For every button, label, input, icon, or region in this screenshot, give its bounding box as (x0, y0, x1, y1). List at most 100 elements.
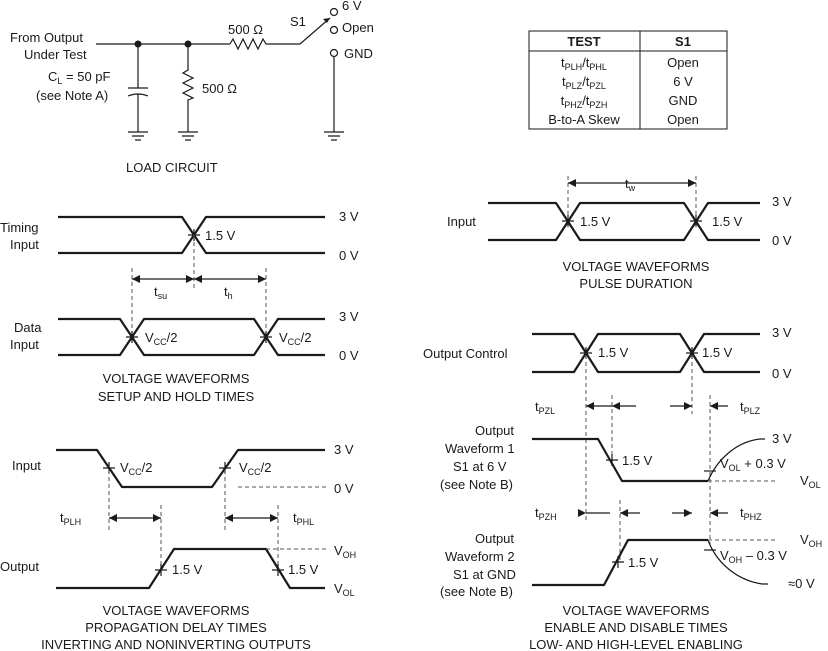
prop-input-label: Input (12, 458, 41, 473)
pulse-ref-label-a: 1.5 V (580, 214, 611, 229)
switch-arrow (323, 18, 330, 23)
prop-output-ref-label-b: 1.5 V (288, 562, 319, 577)
series-resistor (229, 37, 300, 51)
ground-symbol-switch (324, 131, 344, 141)
setup-hold-caption-1: VOLTAGE WAVEFORMS (103, 371, 250, 386)
data-input-waveform-upper (58, 317, 325, 357)
enable-caption-1: VOLTAGE WAVEFORMS (563, 603, 710, 618)
test-table-row-s1: 6 V (673, 74, 693, 89)
pulse-ref-label-b: 1.5 V (712, 214, 743, 229)
wf2-tick (612, 556, 624, 568)
test-table-grid (529, 31, 727, 129)
data-vhigh-label: 3 V (339, 309, 359, 324)
tplh-arrow-left (109, 514, 117, 522)
wf2-label-3: S1 at GND (453, 567, 516, 582)
wf2-label-2: Waveform 2 (445, 549, 515, 564)
pulse-duration-waveforms: Input tw 1.5 V 1.5 V 3 V 0 V VOLTAGE WAV… (447, 176, 792, 291)
tw-arrow-right (688, 179, 696, 187)
pulse-crossing-tick-b (690, 215, 702, 227)
wf2-pulldown-curve (707, 539, 768, 585)
test-table-row-s1: GND (669, 93, 698, 108)
tsu-label: tsu (154, 284, 167, 301)
prop-caption-1: VOLTAGE WAVEFORMS (103, 603, 250, 618)
output-control-label: Output Control (423, 346, 508, 361)
shunt-resistor-label: 500 Ω (202, 81, 237, 96)
wf1-label-1: Output (475, 423, 514, 438)
th-label: th (224, 284, 233, 301)
test-table-row-test: B-to-A Skew (548, 112, 620, 127)
cap-label: CL = 50 pF (48, 69, 111, 86)
voh-minus-label: VOH – 0.3 V (720, 548, 787, 565)
data-vcc-label-a: VCC/2 (145, 330, 178, 347)
switch-terminal-gnd (329, 48, 339, 58)
tsu-arrow-left (132, 275, 140, 283)
vol-plus-label: VOL + 0.3 V (720, 456, 786, 473)
pulse-caption-2: PULSE DURATION (579, 276, 692, 291)
enable-caption-2: ENABLE AND DISABLE TIMES (544, 620, 728, 635)
tpzl-label: tPZL (535, 399, 555, 416)
test-table-row-s1: Open (667, 55, 699, 70)
tpzh-label: tPZH (535, 505, 557, 522)
control-ref-label-a: 1.5 V (598, 345, 629, 360)
tpzl-arrow-left (586, 402, 594, 410)
prop-caption-3: INVERTING AND NONINVERTING OUTPUTS (41, 637, 311, 651)
prop-input-waveform (56, 448, 325, 489)
wf2-label-1: Output (475, 531, 514, 546)
test-table-row-test: tPHZ/tPZH (561, 93, 608, 110)
test-table-header-s1: S1 (675, 34, 691, 49)
tplh-arrow-right (153, 514, 161, 522)
wf1-waveform (532, 437, 708, 483)
th-arrow-left (194, 275, 202, 283)
control-vhigh-label: 3 V (772, 325, 792, 340)
data-vcc-label-b: VCC/2 (279, 330, 312, 347)
wf1-label-2: Waveform 1 (445, 441, 515, 456)
data-crossing-tick-b (260, 331, 272, 343)
tphl-label: tPHL (293, 510, 314, 527)
prop-output-tick-b (272, 564, 284, 576)
pulse-vhigh-label: 3 V (772, 194, 792, 209)
wf1-vol-label: VOL (800, 473, 821, 490)
switch-open-label: Open (342, 20, 374, 35)
cap-note-label: (see Note A) (36, 88, 108, 103)
wf1-vhigh-label: 3 V (772, 431, 792, 446)
test-table-row-s1: Open (667, 112, 699, 127)
prop-caption-2: PROPAGATION DELAY TIMES (85, 620, 267, 635)
control-vlow-label: 0 V (772, 366, 792, 381)
pulse-caption-1: VOLTAGE WAVEFORMS (563, 259, 710, 274)
pulse-input-label: Input (447, 214, 476, 229)
timing-input-label-1: Timing (0, 220, 39, 235)
propagation-delay-waveforms: Input VCC/2 VCC/2 3 V 0 V tPLH tPHL Outp… (0, 442, 356, 651)
load-circuit-caption: LOAD CIRCUIT (126, 160, 218, 175)
prop-output-waveform (56, 547, 325, 590)
tsu-arrow-right (186, 275, 194, 283)
tplz-label: tPLZ (740, 399, 761, 416)
pulse-waveform-negative (488, 201, 760, 242)
prop-vlow-label: 0 V (334, 481, 354, 496)
timing-input-label-2: Input (10, 237, 39, 252)
prop-output-tick-a (155, 564, 167, 576)
tplz-arrow-left (684, 402, 692, 410)
timing-vhigh-label: 3 V (339, 209, 359, 224)
switch-terminal-6v (329, 7, 339, 17)
timing-ref-label: 1.5 V (205, 228, 236, 243)
pulse-vlow-label: 0 V (772, 233, 792, 248)
switch-gnd-label: GND (344, 46, 373, 61)
setup-hold-waveforms: Timing Input 1.5 V 3 V 0 V tsu th Data I… (0, 209, 359, 404)
series-resistor-label: 500 Ω (228, 22, 263, 37)
output-control-waveform-b (532, 332, 760, 374)
tphz-label: tPHZ (740, 505, 762, 522)
data-crossing-tick-a (126, 331, 138, 343)
pulse-waveform-positive (488, 201, 760, 242)
load-from-output-2: Under Test (24, 47, 87, 62)
load-circuit: From Output Under Test 500 Ω S1 6 V Open… (10, 0, 374, 175)
tplh-label: tPLH (60, 510, 81, 527)
enable-caption-3: LOW- AND HIGH-LEVEL ENABLING (529, 637, 743, 651)
output-control-waveform-a (532, 332, 760, 374)
switch-label: S1 (290, 14, 306, 29)
data-input-label-1: Data (14, 320, 42, 335)
wf1-tick (606, 454, 618, 466)
setup-hold-caption-2: SETUP AND HOLD TIMES (98, 389, 255, 404)
prop-output-ref-label-a: 1.5 V (172, 562, 203, 577)
test-table-row-test: tPLH/tPHL (561, 55, 607, 72)
tpzh-arrow-left (578, 509, 586, 517)
